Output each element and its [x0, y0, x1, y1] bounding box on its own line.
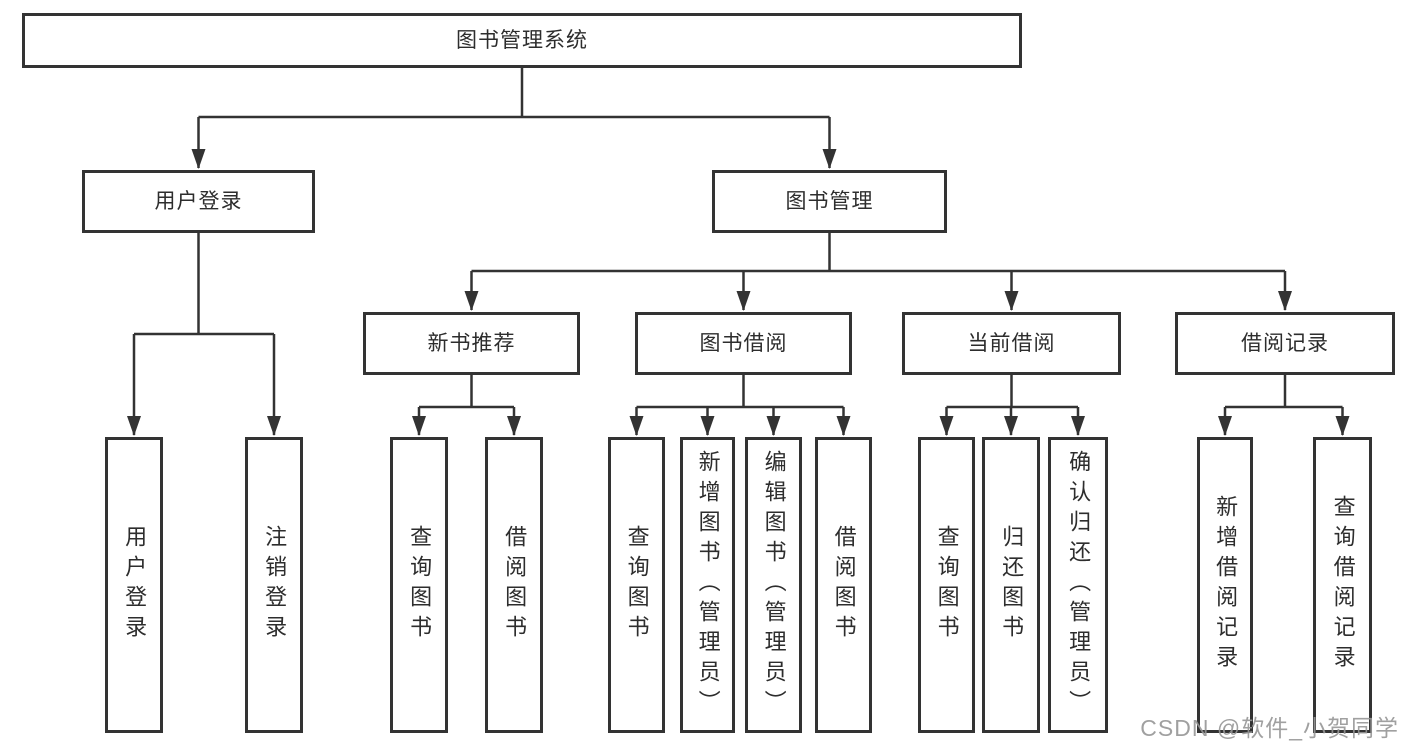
- leaf-borrow-query-books-label: 查询图书: [624, 525, 650, 645]
- leaf-logout-label: 注销登录: [262, 525, 288, 645]
- node-root-book-management-system: 图书管理系统: [22, 13, 1022, 68]
- leaf-newrec-query-books: 查询图书: [390, 437, 448, 733]
- leaf-current-query-books: 查询图书: [918, 437, 975, 733]
- node-current-borrow: 当前借阅: [902, 312, 1121, 375]
- leaf-records-add-borrow-record: 新增借阅记录: [1197, 437, 1253, 733]
- leaf-current-query-books-label: 查询图书: [934, 525, 960, 645]
- leaf-newrec-query-books-label: 查询图书: [407, 525, 433, 645]
- leaf-borrow-add-books-admin-label: 新增图书（管理员）: [695, 450, 721, 720]
- node-current-borrow-label: 当前借阅: [967, 332, 1056, 355]
- leaf-records-query-borrow-record-label: 查询借阅记录: [1330, 495, 1356, 675]
- node-borrow-records: 借阅记录: [1175, 312, 1395, 375]
- leaf-borrow-edit-books-admin: 编辑图书（管理员）: [745, 437, 802, 733]
- leaf-borrow-borrow-books: 借阅图书: [815, 437, 872, 733]
- leaf-user-login: 用户登录: [105, 437, 163, 733]
- leaf-records-add-borrow-record-label: 新增借阅记录: [1213, 495, 1239, 675]
- leaf-newrec-borrow-books: 借阅图书: [485, 437, 543, 733]
- node-book-borrow: 图书借阅: [635, 312, 852, 375]
- leaf-current-confirm-return-admin: 确认归还（管理员）: [1048, 437, 1108, 733]
- leaf-current-return-books-label: 归还图书: [999, 525, 1025, 645]
- node-user-login: 用户登录: [82, 170, 315, 233]
- leaf-logout: 注销登录: [245, 437, 303, 733]
- node-book-management-label: 图书管理: [785, 190, 874, 213]
- node-root-label: 图书管理系统: [456, 29, 588, 52]
- node-book-management: 图书管理: [712, 170, 947, 233]
- node-borrow-records-label: 借阅记录: [1241, 332, 1329, 355]
- leaf-borrow-add-books-admin: 新增图书（管理员）: [680, 437, 735, 733]
- leaf-current-confirm-return-admin-label: 确认归还（管理员）: [1066, 450, 1092, 720]
- leaf-records-query-borrow-record: 查询借阅记录: [1313, 437, 1372, 733]
- node-new-book-recommend-label: 新书推荐: [427, 332, 516, 355]
- leaf-borrow-borrow-books-label: 借阅图书: [831, 525, 857, 645]
- node-new-book-recommend: 新书推荐: [363, 312, 580, 375]
- node-user-login-label: 用户登录: [154, 190, 243, 213]
- leaf-user-login-label: 用户登录: [122, 525, 148, 645]
- node-book-borrow-label: 图书借阅: [699, 332, 788, 355]
- leaf-newrec-borrow-books-label: 借阅图书: [502, 525, 528, 645]
- leaf-borrow-edit-books-admin-label: 编辑图书（管理员）: [761, 450, 787, 720]
- leaf-current-return-books: 归还图书: [982, 437, 1040, 733]
- leaf-borrow-query-books: 查询图书: [608, 437, 665, 733]
